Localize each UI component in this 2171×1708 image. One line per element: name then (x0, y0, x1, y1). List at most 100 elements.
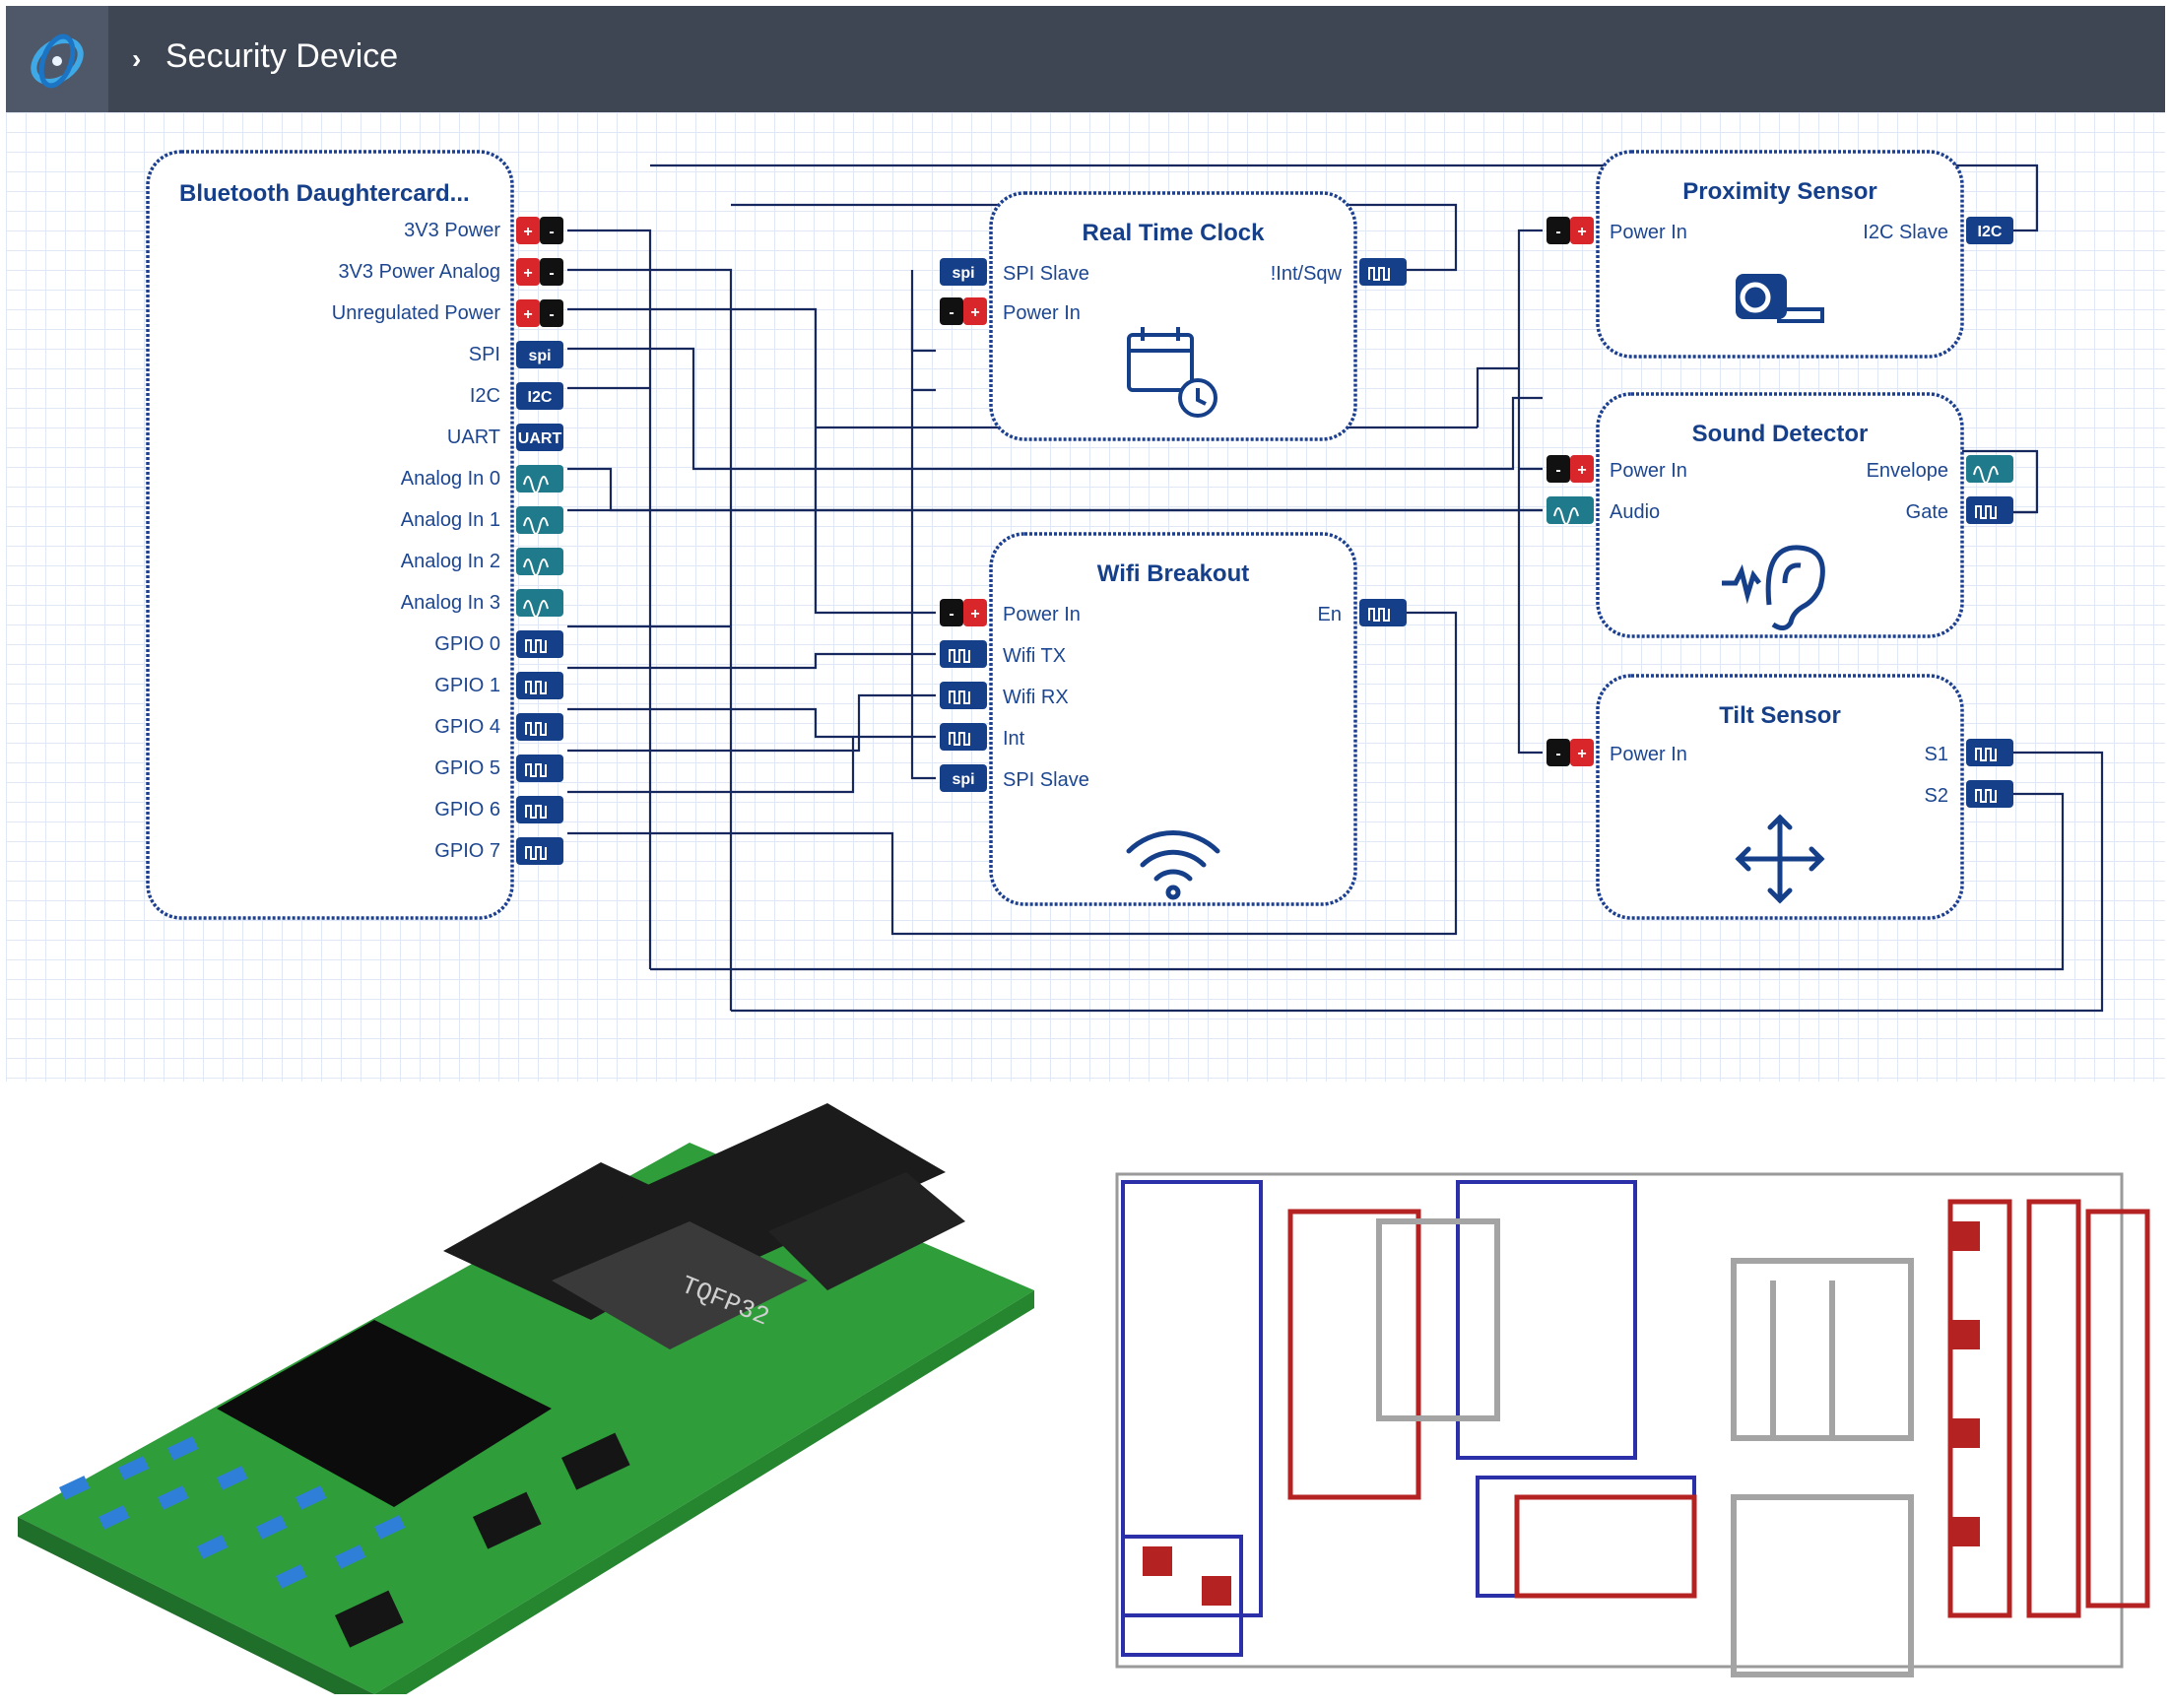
pin-s1[interactable]: S1 (1925, 739, 2013, 766)
pin-spi-slave[interactable]: spi SPI Slave (940, 258, 1089, 286)
wire-rtc-spi (910, 270, 936, 353)
calendar-clock-icon (1127, 327, 1217, 418)
pin-power-in[interactable]: - + Power In (940, 599, 1081, 626)
svg-text:-: - (549, 224, 554, 240)
wire-analog0 (567, 467, 1543, 512)
pin-label: GPIO 6 (434, 799, 500, 821)
pin-unregulated-power[interactable]: Unregulated Power+- (332, 299, 563, 327)
pin-gate[interactable]: Gate (1906, 496, 2013, 524)
pin-label: GPIO 5 (434, 757, 500, 779)
pin-analog-in-3[interactable]: Analog In 3 (401, 589, 563, 618)
svg-text:-: - (949, 304, 954, 321)
schematic-canvas[interactable]: Bluetooth Daughtercard... 3V3 Power+-3V3… (6, 112, 2165, 1082)
svg-text:spi: spi (528, 348, 551, 364)
block-bluetooth[interactable]: Bluetooth Daughtercard... 3V3 Power+-3V3… (146, 150, 563, 920)
pin-en[interactable]: En (1318, 599, 1407, 626)
pin-wifi-rx[interactable]: Wifi RX (940, 682, 1069, 709)
pin-envelope[interactable]: Envelope (1867, 455, 2013, 484)
page-title[interactable]: Security Device (165, 37, 399, 75)
wire-3v3 (567, 229, 652, 969)
wifi-icon (1126, 830, 1220, 900)
wire-gpio4 (567, 707, 936, 739)
svg-text:S2: S2 (1925, 785, 1948, 807)
svg-text:+: + (523, 306, 532, 323)
block-proximity[interactable]: Proximity Sensor - + Power In I2C Slave … (1546, 150, 2013, 359)
pin-gpio-5[interactable]: GPIO 5 (434, 755, 563, 782)
pin-power-in[interactable]: - + Power In (1546, 217, 1687, 244)
pin-gpio-0[interactable]: GPIO 0 (434, 630, 563, 658)
pin-analog-in-0[interactable]: Analog In 0 (401, 465, 563, 493)
pcb-3d-render: TQFP32 (18, 1103, 1034, 1694)
svg-text:Audio: Audio (1610, 501, 1660, 523)
block-title: Real Time Clock (1083, 220, 1266, 246)
pin-wifi-tx[interactable]: Wifi TX (940, 640, 1066, 668)
tape-measure-icon (1736, 274, 1824, 323)
svg-text:-: - (549, 265, 554, 282)
block-title: Tilt Sensor (1719, 702, 1841, 729)
svg-text:Gate: Gate (1906, 501, 1948, 523)
pin-3v3-power-analog[interactable]: 3V3 Power Analog+- (338, 258, 563, 286)
svg-text:-: - (1555, 462, 1560, 479)
move-arrows-icon (1735, 814, 1825, 904)
svg-text:Power In: Power In (1610, 222, 1687, 243)
pin-gpio-6[interactable]: GPIO 6 (434, 796, 563, 823)
app-logo[interactable] (6, 6, 108, 112)
svg-text:+: + (523, 224, 532, 240)
top-copper (1287, 1199, 2150, 1618)
chevron-right-icon: › (132, 43, 142, 74)
svg-text:SPI Slave: SPI Slave (1003, 769, 1089, 791)
svg-text:I2C: I2C (1978, 224, 2003, 240)
svg-text:S1: S1 (1925, 744, 1948, 765)
svg-text:-: - (549, 306, 554, 323)
pin-power-in[interactable]: - + Power In (1546, 739, 1687, 766)
pin-power-in[interactable]: - + Power In (940, 297, 1081, 325)
block-tilt[interactable]: Tilt Sensor - + Power In S1 S2 (1546, 674, 2013, 920)
pads (1143, 1221, 1980, 1606)
pin-label: Analog In 0 (401, 468, 500, 490)
pin-label: GPIO 1 (434, 675, 500, 696)
pin-int[interactable]: Int (940, 723, 1025, 751)
pin-label: GPIO 0 (434, 633, 500, 655)
pin-label: I2C (470, 385, 500, 407)
pin-audio[interactable]: Audio (1546, 496, 1660, 525)
pin-gpio-1[interactable]: GPIO 1 (434, 672, 563, 699)
pin-int-sqw[interactable]: !Int/Sqw (1271, 258, 1407, 286)
svg-text:-: - (1555, 746, 1560, 762)
pin-power-in[interactable]: - + Power In (1546, 455, 1687, 483)
svg-text:+: + (970, 304, 979, 321)
pin-3v3-power[interactable]: 3V3 Power + - (404, 217, 563, 244)
wire-gpio1 (567, 652, 936, 670)
block-sound[interactable]: Sound Detector - + Power In Audio Envelo… (1546, 392, 2013, 638)
svg-text:I2C: I2C (528, 389, 553, 406)
svg-text:-: - (1555, 224, 1560, 240)
block-title: Sound Detector (1692, 421, 1869, 447)
svg-text:UART: UART (518, 430, 562, 447)
pin-i2c-slave[interactable]: I2C Slave I2C (1863, 217, 2013, 244)
pin-gpio-7[interactable]: GPIO 7 (434, 837, 563, 865)
pin-label: 3V3 Power Analog (338, 261, 500, 283)
pin-analog-in-2[interactable]: Analog In 2 (401, 548, 563, 576)
pin-spi-slave[interactable]: spi SPI Slave (940, 764, 1089, 792)
pin-gpio-4[interactable]: GPIO 4 (434, 713, 563, 741)
wire-gpio5 (567, 693, 936, 753)
pin-label: Analog In 3 (401, 592, 500, 614)
block-title: Wifi Breakout (1097, 560, 1249, 587)
ear-icon (1722, 545, 1825, 630)
pin-analog-in-1[interactable]: Analog In 1 (401, 506, 563, 535)
svg-text:+: + (970, 606, 979, 623)
pin-i2c[interactable]: I2C I2C (470, 382, 563, 410)
pin-s2[interactable]: S2 (1925, 780, 2013, 808)
block-rtc[interactable]: Real Time Clock spi SPI Slave - + Power … (940, 191, 1407, 441)
transistors (335, 1432, 630, 1648)
pin-label: Analog In 1 (401, 509, 500, 531)
pin-label: 3V3 Power (404, 220, 500, 241)
svg-text:Power In: Power In (1003, 302, 1081, 324)
svg-text:spi: spi (952, 771, 974, 788)
wire-power-bus (1517, 229, 1543, 755)
svg-text:Power In: Power In (1003, 604, 1081, 625)
svg-text:+: + (1577, 746, 1586, 762)
block-wifi[interactable]: Wifi Breakout - + Power In Wifi TX Wifi … (940, 532, 1407, 906)
svg-text:Envelope: Envelope (1867, 460, 1948, 482)
